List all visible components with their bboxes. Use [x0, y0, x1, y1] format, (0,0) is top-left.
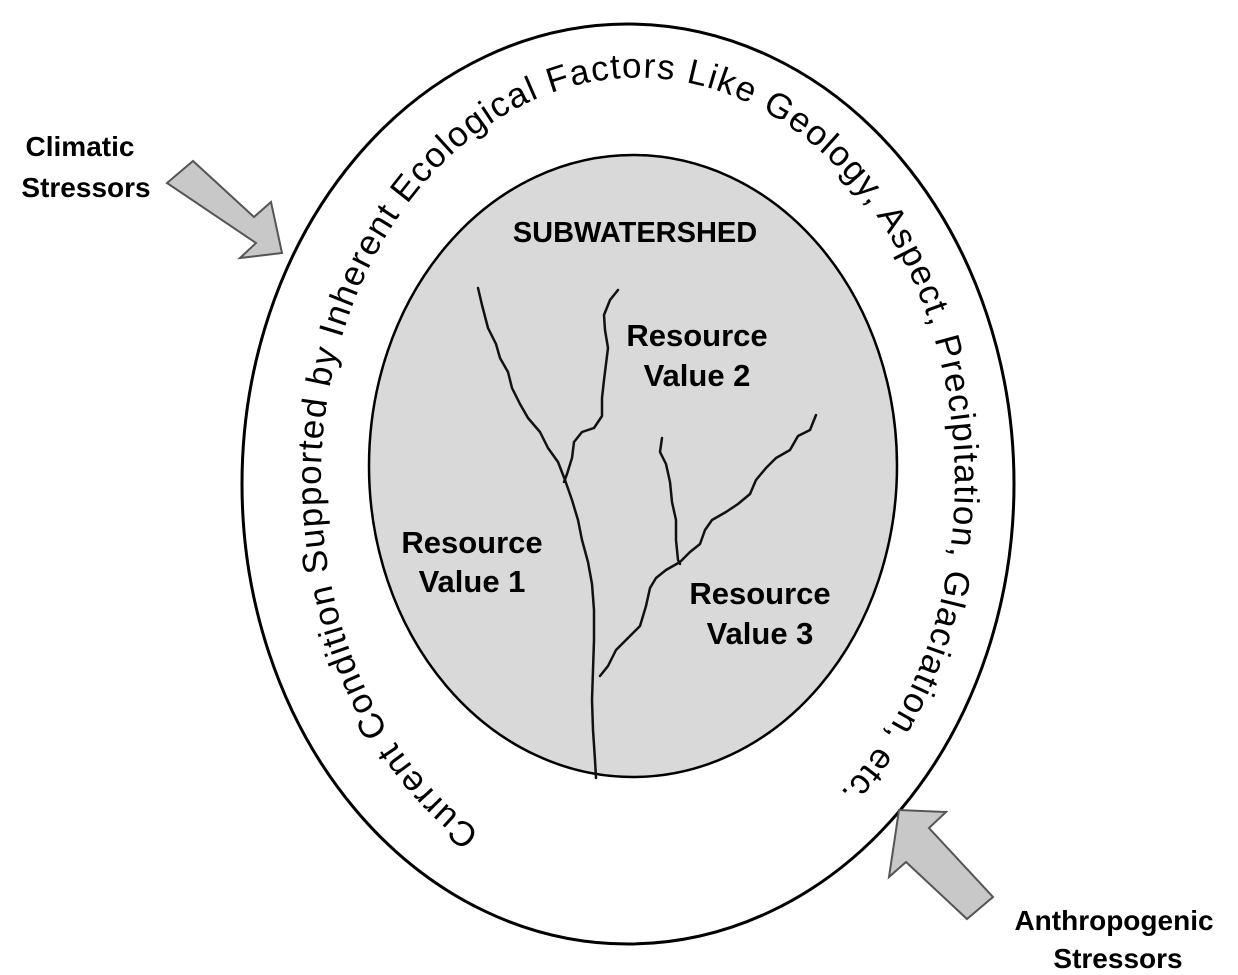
- resource-value-2-line2: Value 2: [644, 358, 751, 393]
- climatic-stressor-arrow: [165, 159, 284, 260]
- anthropogenic-stressors-label: Anthropogenic Stressors: [1014, 905, 1213, 974]
- resource-value-2-label: Resource Value 2: [626, 318, 767, 393]
- anthropogenic-stressor-arrow: [887, 808, 995, 921]
- resource-value-1-line2: Value 1: [419, 564, 526, 599]
- resource-value-3-line2: Value 3: [707, 616, 814, 651]
- stream-trib-3: [598, 413, 818, 678]
- resource-value-3-line1: Resource: [689, 576, 830, 611]
- stream-trib-side: [658, 436, 682, 566]
- climatic-label-line1: Climatic: [26, 131, 135, 162]
- anthropogenic-label-line2: Stressors: [1053, 943, 1182, 974]
- anthropogenic-label-line1: Anthropogenic: [1014, 905, 1213, 936]
- subwatershed-title: SUBWATERSHED: [513, 217, 757, 249]
- resource-value-1-label: Resource Value 1: [401, 525, 542, 599]
- climatic-stressors-label: Climatic Stressors: [21, 131, 150, 203]
- stream-trib-2: [562, 288, 620, 484]
- resource-value-1-line1: Resource: [401, 525, 542, 560]
- resource-value-3-label: Resource Value 3: [689, 576, 830, 651]
- subwatershed-ellipse: [367, 153, 899, 779]
- stream-network: [476, 286, 818, 780]
- climatic-label-line2: Stressors: [21, 172, 150, 203]
- resource-value-2-line1: Resource: [626, 318, 767, 353]
